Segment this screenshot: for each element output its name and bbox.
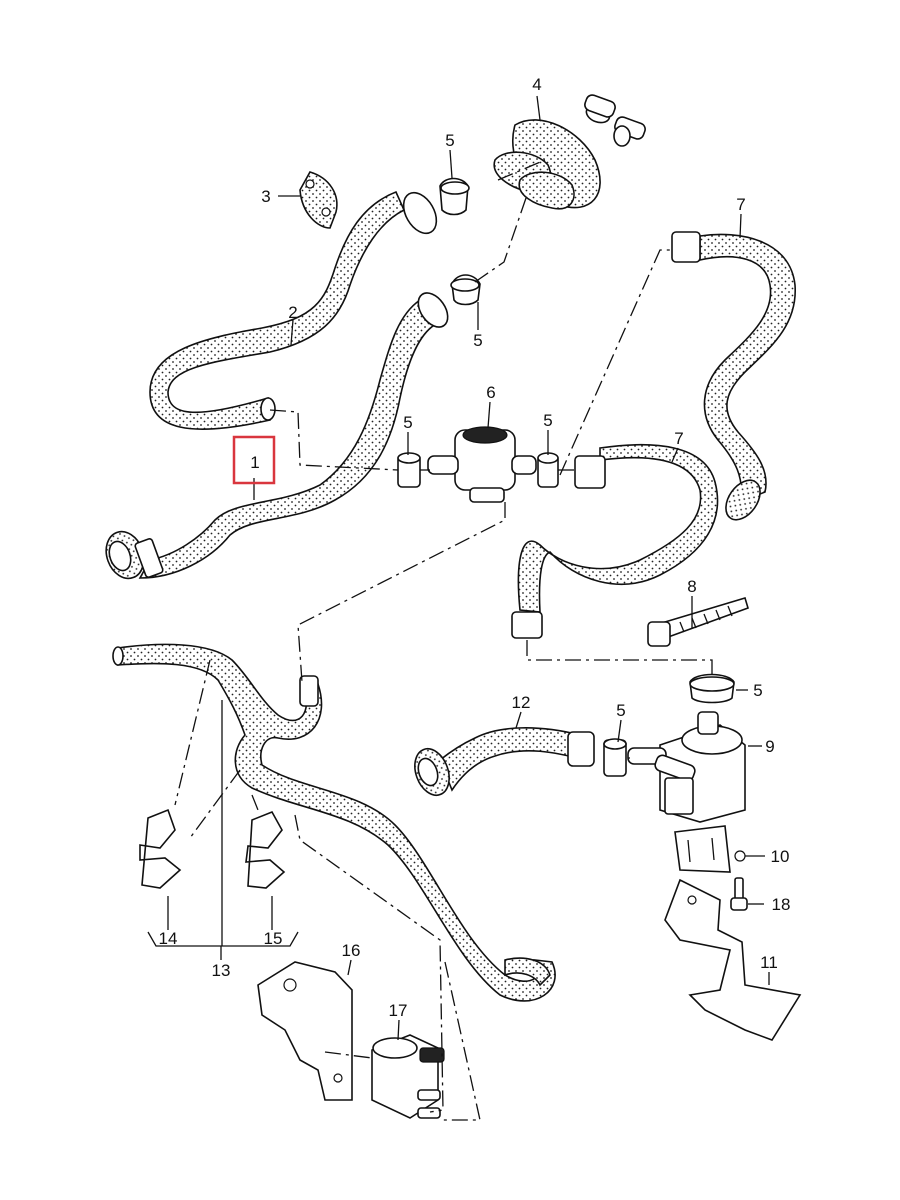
- hose-2[interactable]: [149, 187, 443, 430]
- callout-8[interactable]: 8: [687, 577, 696, 596]
- clip-15[interactable]: [245, 810, 286, 889]
- callout-18[interactable]: 18: [772, 895, 791, 914]
- hose-1[interactable]: [100, 288, 454, 584]
- callout-5e[interactable]: 5: [753, 681, 762, 700]
- pump-9[interactable]: [627, 711, 746, 823]
- callout-7b[interactable]: 7: [674, 429, 683, 448]
- hose-clip-5c[interactable]: [397, 452, 421, 488]
- callout-16[interactable]: 16: [342, 941, 361, 960]
- clip-14[interactable]: [139, 808, 182, 889]
- callout-10[interactable]: 10: [771, 847, 790, 866]
- callout-5a[interactable]: 5: [445, 131, 454, 150]
- callout-6[interactable]: 6: [486, 383, 495, 402]
- bracket-3[interactable]: [299, 171, 338, 229]
- bracket-11[interactable]: [664, 878, 802, 1041]
- hose-12[interactable]: [409, 727, 595, 800]
- hose-clip-5a[interactable]: [439, 177, 470, 216]
- callout-5c[interactable]: 5: [403, 413, 412, 432]
- bracket-10[interactable]: [674, 825, 746, 873]
- callout-11[interactable]: 11: [760, 953, 778, 972]
- callout-17[interactable]: 17: [389, 1001, 408, 1020]
- bracket-16[interactable]: [257, 961, 353, 1101]
- valve-17[interactable]: [371, 1034, 445, 1119]
- callout-2[interactable]: 2: [288, 303, 297, 322]
- callout-5b[interactable]: 5: [473, 331, 482, 350]
- hose-7-upper[interactable]: [671, 231, 796, 526]
- hose-clip-5d[interactable]: [537, 452, 559, 488]
- hose-clip-5e[interactable]: [689, 673, 735, 704]
- hose-clip-5f[interactable]: [603, 738, 627, 777]
- callout-13[interactable]: 13: [212, 961, 231, 980]
- hose-13[interactable]: [112, 643, 556, 1002]
- callout-5d[interactable]: 5: [543, 411, 552, 430]
- highlight-box: [232, 435, 276, 485]
- cable-tie-8[interactable]: [647, 597, 749, 647]
- callout-9[interactable]: 9: [765, 737, 774, 756]
- leader-lines: [147, 95, 770, 1041]
- hose-7-middle[interactable]: [511, 443, 719, 639]
- bolt-18[interactable]: [730, 877, 748, 911]
- hose-clip-5b[interactable]: [450, 274, 481, 306]
- callout-14[interactable]: 14: [159, 929, 178, 948]
- callout-15[interactable]: 15: [264, 929, 283, 948]
- callout-7a[interactable]: 7: [736, 195, 745, 214]
- callout-1[interactable]: 1: [250, 453, 259, 472]
- grommet-4[interactable]: [493, 93, 647, 210]
- valve-6[interactable]: [427, 426, 537, 503]
- callout-3[interactable]: 3: [261, 187, 270, 206]
- callout-5f[interactable]: 5: [616, 701, 625, 720]
- callout-4[interactable]: 4: [532, 75, 541, 94]
- connection-lines: [174, 159, 713, 1121]
- callout-12[interactable]: 12: [512, 693, 531, 712]
